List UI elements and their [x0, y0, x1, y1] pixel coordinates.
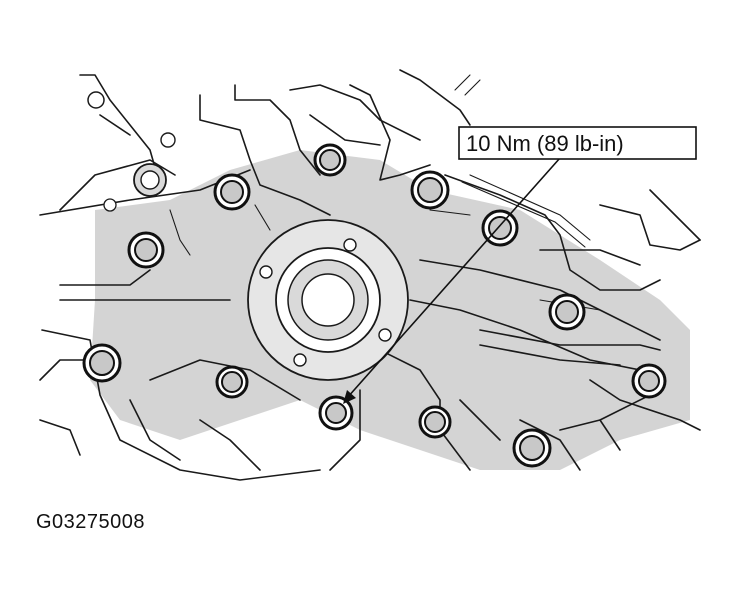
bolt-9: [318, 395, 354, 431]
figure-id: G03275008: [36, 511, 146, 533]
bolt-5: [127, 231, 165, 269]
torque-callout: 10 Nm (89 lb-in): [458, 126, 697, 160]
bolt-10: [418, 405, 452, 439]
bolt-1: [213, 173, 251, 211]
bolt-6: [548, 293, 586, 331]
bolt-7: [82, 343, 122, 383]
bolt-11: [512, 428, 552, 468]
torque-label: 10 Nm (89 lb-in): [466, 131, 624, 156]
callout-leader: [343, 157, 561, 404]
bolt-2: [313, 143, 347, 177]
bolt-12: [631, 363, 667, 399]
bolts: [82, 143, 667, 468]
bolt-4: [481, 209, 519, 247]
bolt-8: [215, 365, 249, 399]
bolt-3: [410, 170, 450, 210]
fittings-upper-left: [87, 91, 176, 212]
pump-hub: [247, 219, 409, 381]
